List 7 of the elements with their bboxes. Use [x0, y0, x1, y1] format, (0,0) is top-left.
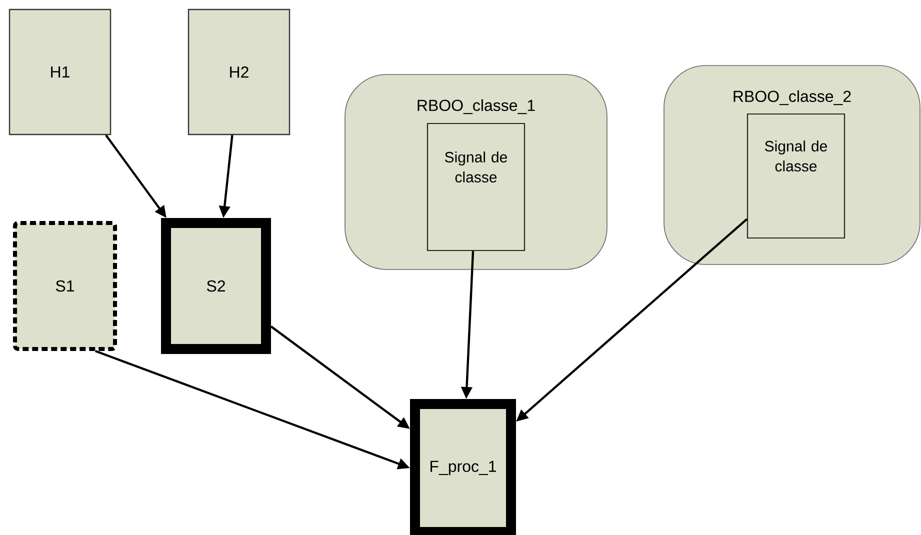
process-box: H2 — [188, 8, 290, 136]
signal-box: Signal de classe — [746, 113, 846, 239]
thick-box: F_proc_1 — [410, 399, 516, 535]
signal-box: Signal de classe — [426, 122, 526, 252]
dashed-box: S1 — [13, 221, 117, 351]
thick-box: S2 — [161, 218, 271, 354]
process-box: H1 — [8, 8, 112, 136]
